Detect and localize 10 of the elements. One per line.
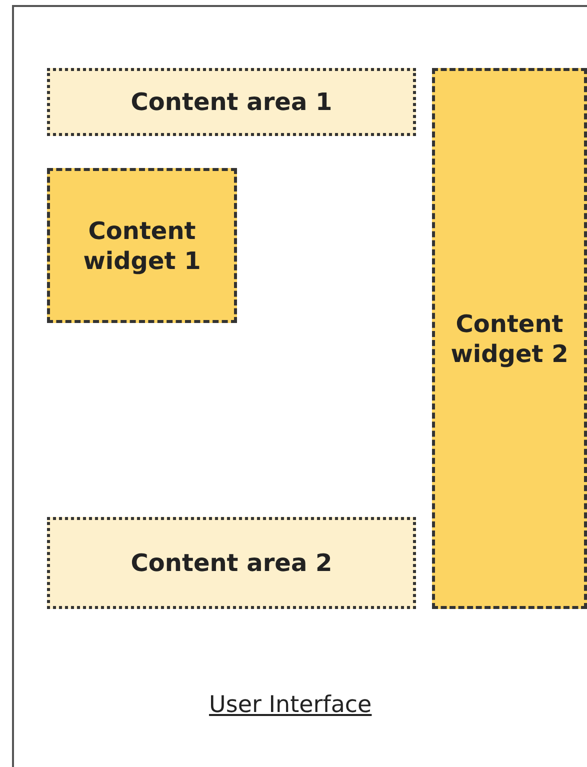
content-area-panel bbox=[47, 517, 416, 609]
panel-label: Content widget 1 bbox=[82, 216, 202, 276]
frame-title: User Interface bbox=[209, 691, 372, 720]
content-widget-panel bbox=[432, 68, 587, 609]
content-widget-panel bbox=[47, 168, 237, 323]
interface-frame bbox=[12, 5, 587, 767]
panel-label: Content area 1 bbox=[130, 87, 332, 117]
panel-label: Content area 2 bbox=[130, 548, 332, 578]
content-area-panel bbox=[47, 68, 416, 136]
panel-label: Content widget 2 bbox=[450, 308, 570, 368]
